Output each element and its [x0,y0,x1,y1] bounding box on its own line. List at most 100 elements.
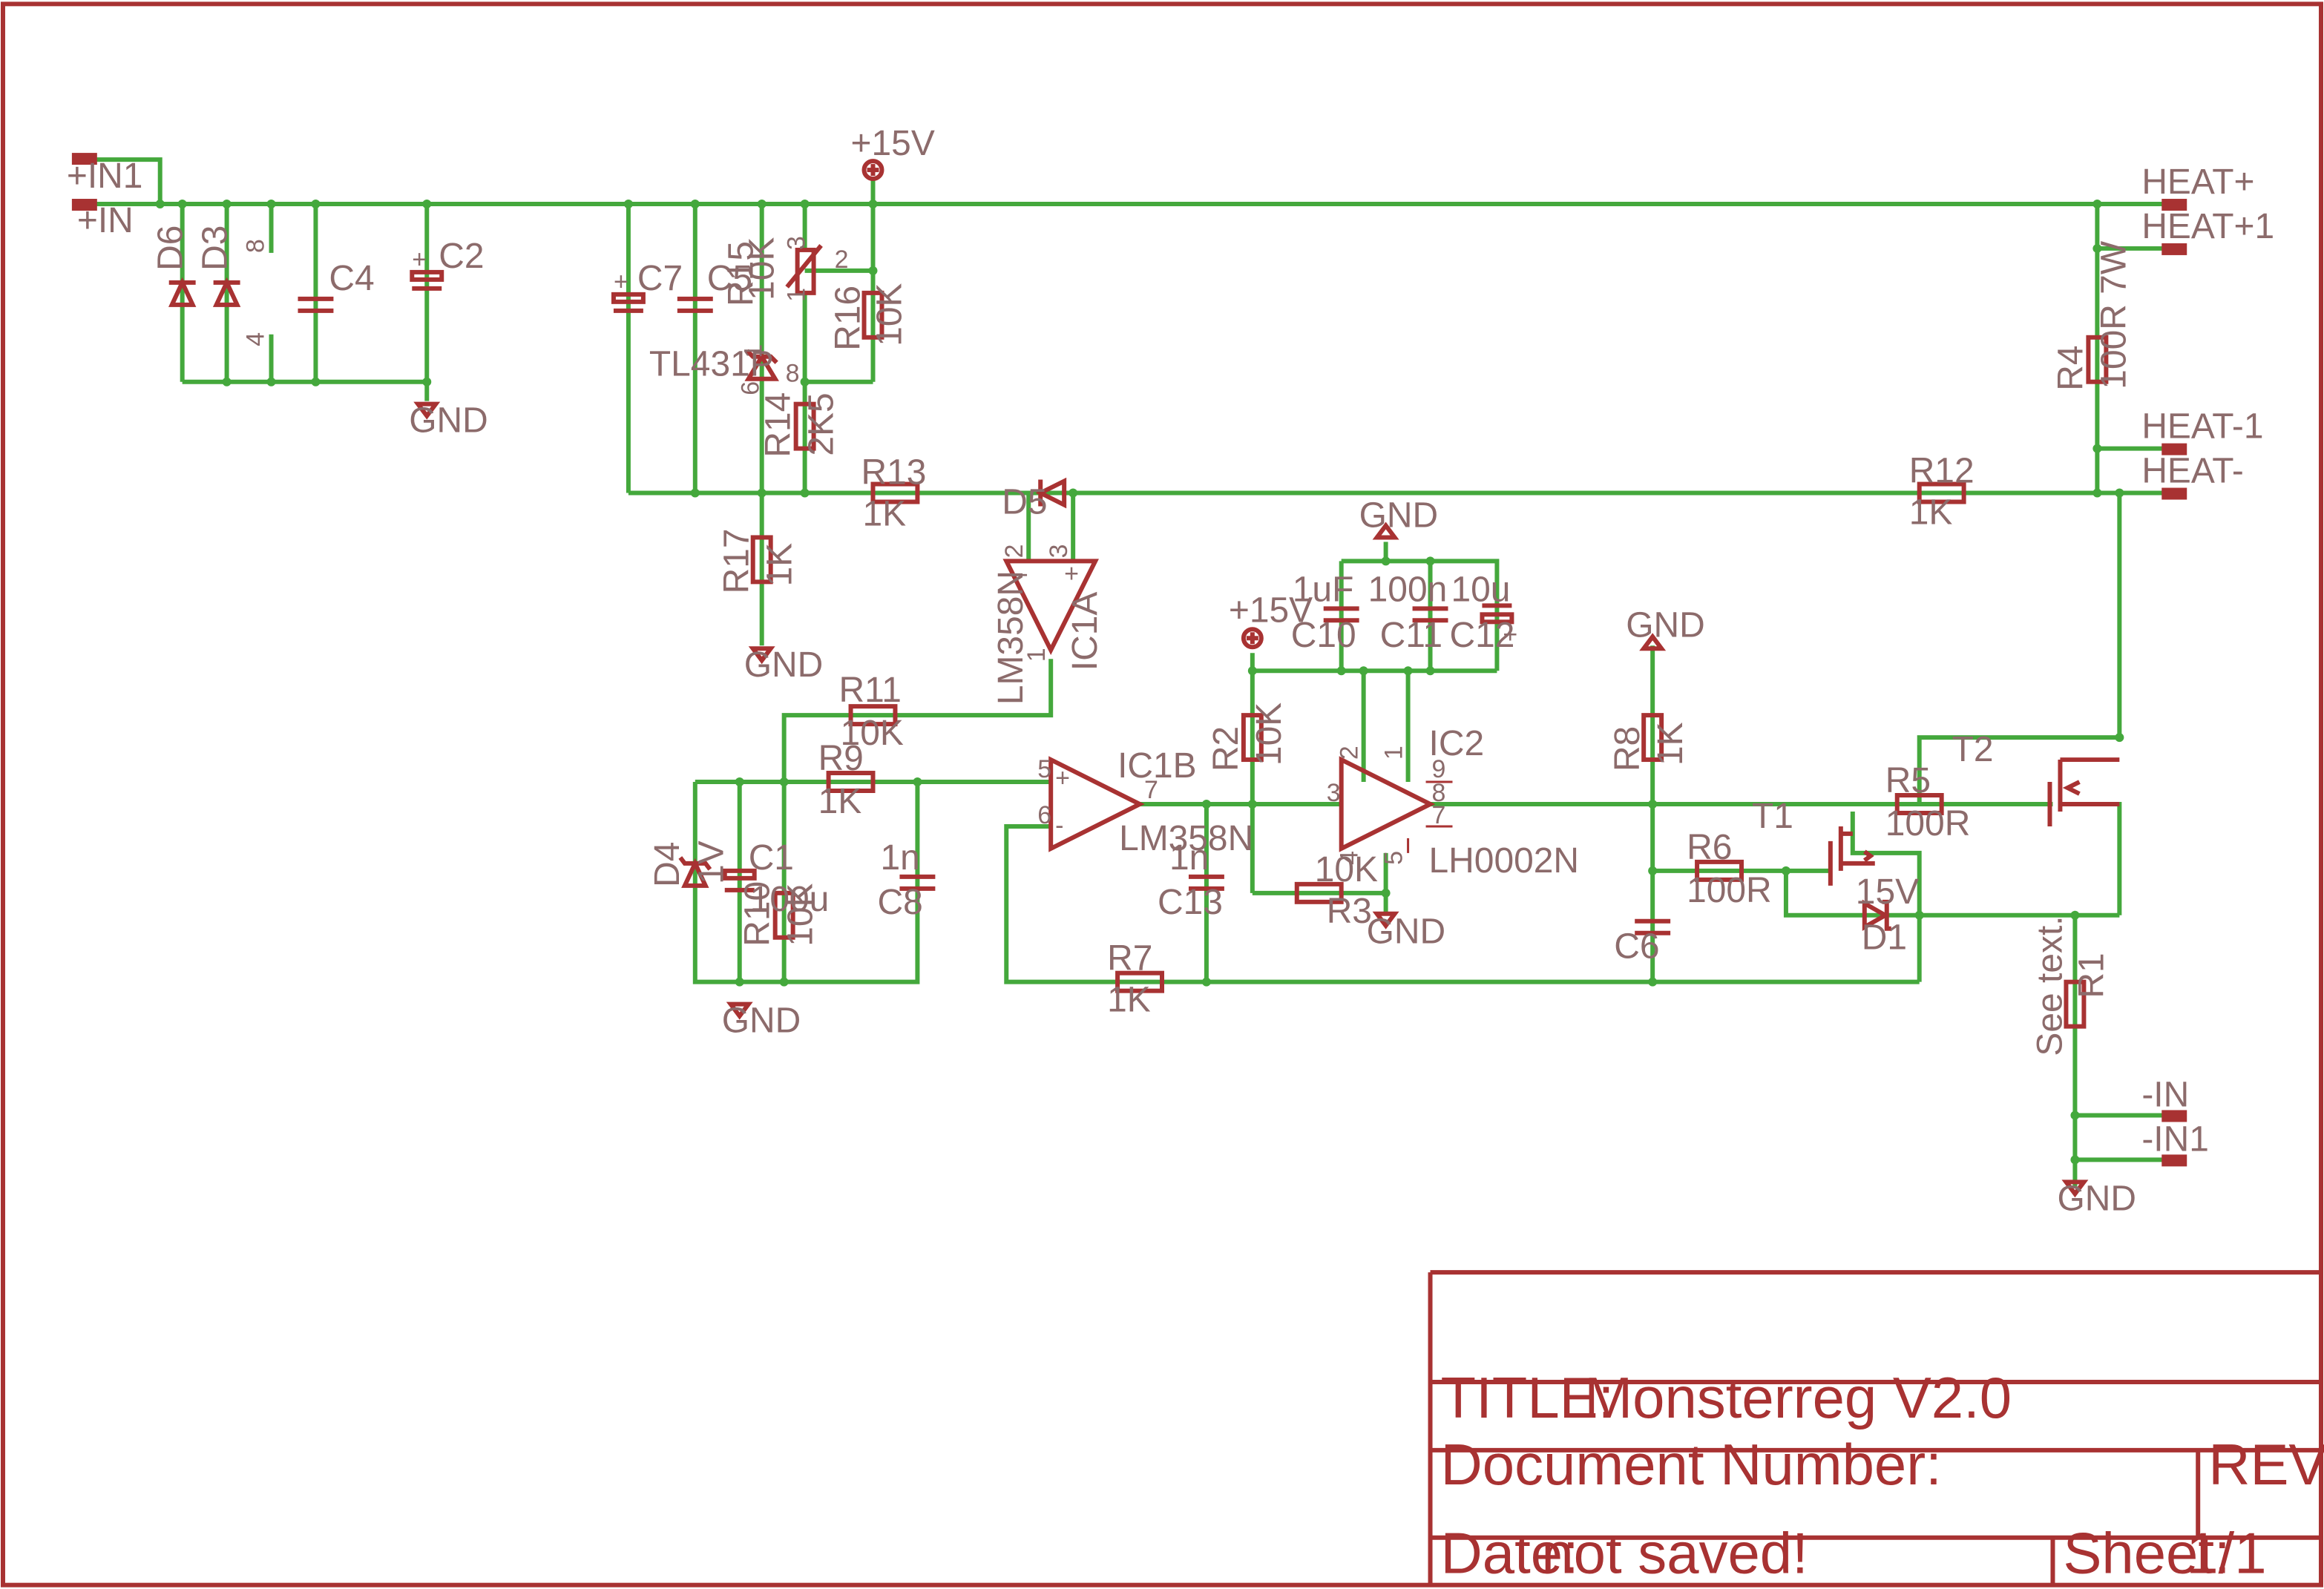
ic1a-minus-mark: - [1020,559,1028,588]
date-value: not saved! [1541,1521,1808,1586]
junction-dot [422,377,432,386]
label-r4: R4 [2051,345,2090,390]
label-r13: R13 [861,453,927,493]
value-r1: See text. [2030,915,2069,1056]
pin-number: 7 [1144,776,1158,804]
pin-number: 4 [242,332,270,346]
value-r9: 1K [818,782,862,821]
gnd-label-r8: GND [1626,605,1705,645]
pin-number: 1 [783,288,811,302]
pin-number: 5 [1380,851,1408,865]
label-r3: R3 [1327,892,1372,931]
pin-number: 3 [1045,545,1073,559]
label-c5: C5 [707,259,752,298]
junction-dot [757,488,767,498]
junction-dot [735,777,744,787]
label-ic1b: IC1B [1117,746,1197,786]
net-label-heat-minus-1: HEAT-1 [2141,407,2263,447]
junction-dot [1336,666,1346,676]
label-r15: R15 [722,241,761,306]
label-d4: D4 [648,842,687,887]
pin-number: 8 [1432,779,1446,807]
label-ic1a: IC1A [1066,592,1105,671]
label-c2: C2 [439,237,484,276]
supply-label-15v-top: +15V [851,124,935,163]
label-r7: R7 [1107,939,1152,978]
label-c1: C1 [749,838,794,878]
value-r16: 10K [870,283,909,346]
value-c8: 1n [880,838,919,878]
junction-dot [1403,666,1413,676]
supply-label-15v-ic2: +15V [1229,590,1313,630]
junction-dot [1381,888,1391,898]
junction-dot [757,200,767,209]
label-t1: T1 [1752,797,1793,836]
c2-plus-mark: + [412,246,427,274]
value-c1: 100u [750,880,830,919]
value-d4: 1V [692,840,732,884]
pin-numbers: 8 4 3 2 1 1 6 8 2 3 1 5 6 7 3 2 1 9 8 7 … [242,236,1446,865]
junction-dot [800,377,810,386]
junction-dot [868,266,878,275]
junction-dot [1781,866,1790,875]
value-r4: 100R 7W [2094,240,2133,389]
junction-dot [2115,488,2124,498]
pin-number: 8 [786,360,800,388]
c12-plus-mark: + [1503,620,1517,648]
sheet-value: 1/1 [2186,1521,2266,1586]
net-labels: +IN1 +IN HEAT+ HEAT+1 HEAT-1 HEAT- -IN -… [67,124,2274,1218]
junction-dot [177,200,187,209]
junction-dot [311,377,321,386]
junction-dot [2070,1111,2080,1120]
label-c4: C4 [329,259,374,298]
junction-dot [800,200,810,209]
value-r13: 1K [863,494,907,533]
junction-dot [800,488,810,498]
pin-number: 2 [835,246,849,274]
ic1a-plus-mark: + [1064,559,1079,588]
value-r3: 10K [1315,850,1378,889]
net-label-in-plus-1: +IN1 [67,157,143,196]
gnd-label-input: GND [722,1001,801,1041]
gnd-label-r3: GND [1367,912,1446,952]
label-r12: R12 [1909,452,1975,491]
label-r8: R8 [1608,726,1647,772]
junction-dot [1201,799,1211,809]
junction-dot [1648,866,1658,875]
junction-dot [2092,444,2102,453]
label-t2: T2 [1952,730,1994,769]
value-r5: 100R [1885,804,1971,843]
junction-dot [266,200,276,209]
value-r14: 2K5 [802,392,841,455]
junction-dot [2070,1155,2080,1165]
pin-number: 2 [1336,746,1364,760]
gnd-label-c2: GND [409,401,488,441]
junction-dot [1425,666,1435,676]
junction-dot [2092,200,2102,209]
value-c12: 10u [1451,570,1511,609]
junction-dot [2070,910,2080,920]
junction-dot [266,377,276,386]
net-label-heat-plus-1: HEAT+1 [2141,207,2274,246]
junction-dot [222,377,232,386]
junction-dot [735,977,744,987]
junction-dot [155,200,165,209]
document-number-label: Document Number: [1441,1432,1942,1497]
value-r7: 1K [1107,981,1151,1020]
junction-dot [1381,556,1391,566]
sheet-label: Sheet: [2063,1521,2230,1586]
gnd-label-r17: GND [744,645,824,685]
net-label-heat-plus: HEAT+ [2141,162,2254,202]
value-c11: 100n [1368,570,1448,609]
value-r17: 1K [761,543,800,587]
junction-dot [779,977,789,987]
label-r5: R5 [1885,761,1931,800]
label-c12: C12 [1450,616,1515,655]
pin-number: 6 [737,381,765,395]
label-r2: R2 [1207,726,1246,772]
c7-plus-mark: + [614,268,628,296]
title-value: Monsterreg V2.0 [1584,1365,2012,1430]
pin-number: 4 [1336,851,1364,865]
value-r12: 1K [1909,493,1953,532]
